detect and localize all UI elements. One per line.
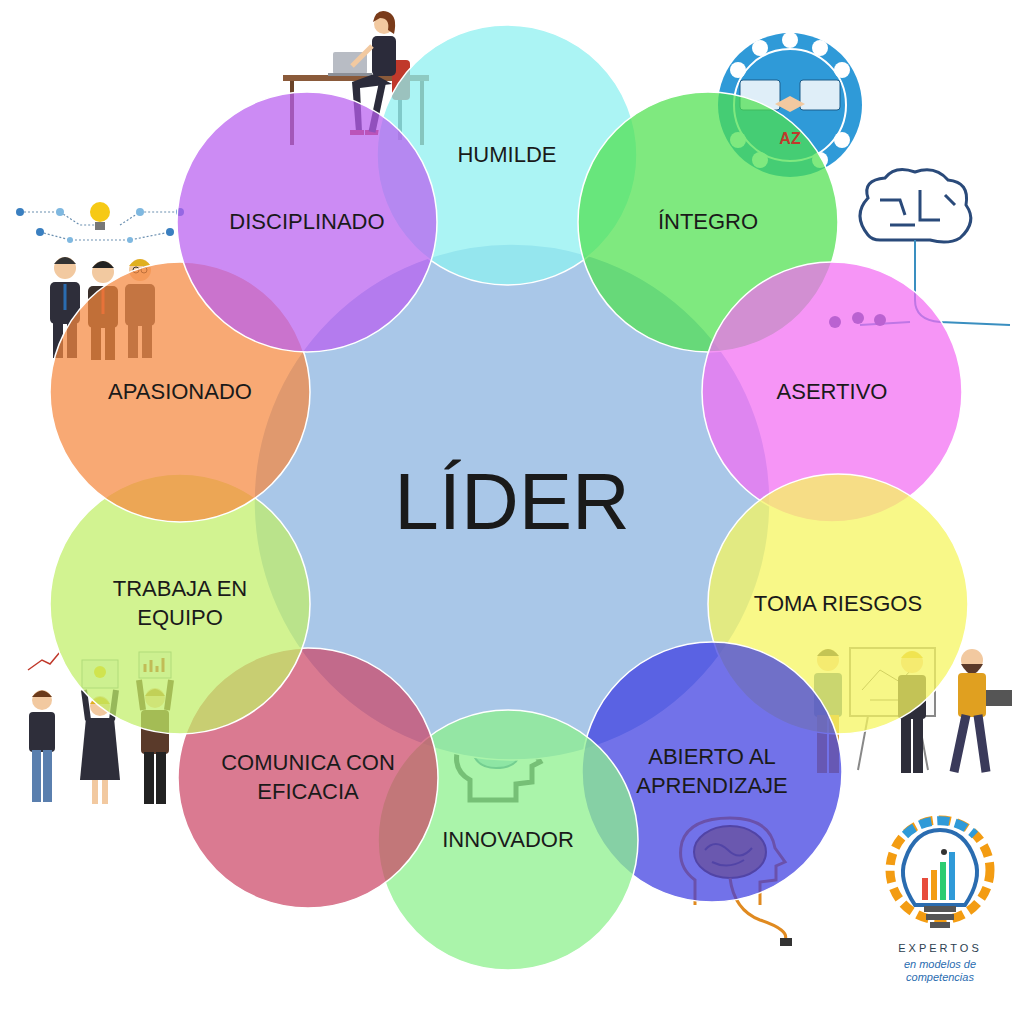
logo-text: en modelos de competencias [890,958,990,983]
trait-label: INNOVADOR [442,826,574,855]
logo-text: EXPERTOS [885,942,995,955]
trait-label: TOMA RIESGOS [754,590,922,619]
trait-label: ÍNTEGRO [658,208,758,237]
trait-circle: DISCIPLINADO [177,92,437,352]
trait-label: ABIERTO AL APRENDIZAJE [617,743,807,800]
icon-label: AZ [770,130,810,148]
trait-label: APASIONADO [108,378,252,407]
center-title: LÍDER [394,450,630,554]
trait-label: HUMILDE [457,141,556,170]
circle-shape [177,92,437,352]
trait-label: ASERTIVO [777,378,888,407]
idea-network [16,202,184,243]
trait-label: TRABAJA EN EQUIPO [90,575,270,632]
trait-label: DISCIPLINADO [229,208,384,237]
logo [890,820,990,928]
trait-label: COMUNICA CON EFICACIA [208,749,408,806]
